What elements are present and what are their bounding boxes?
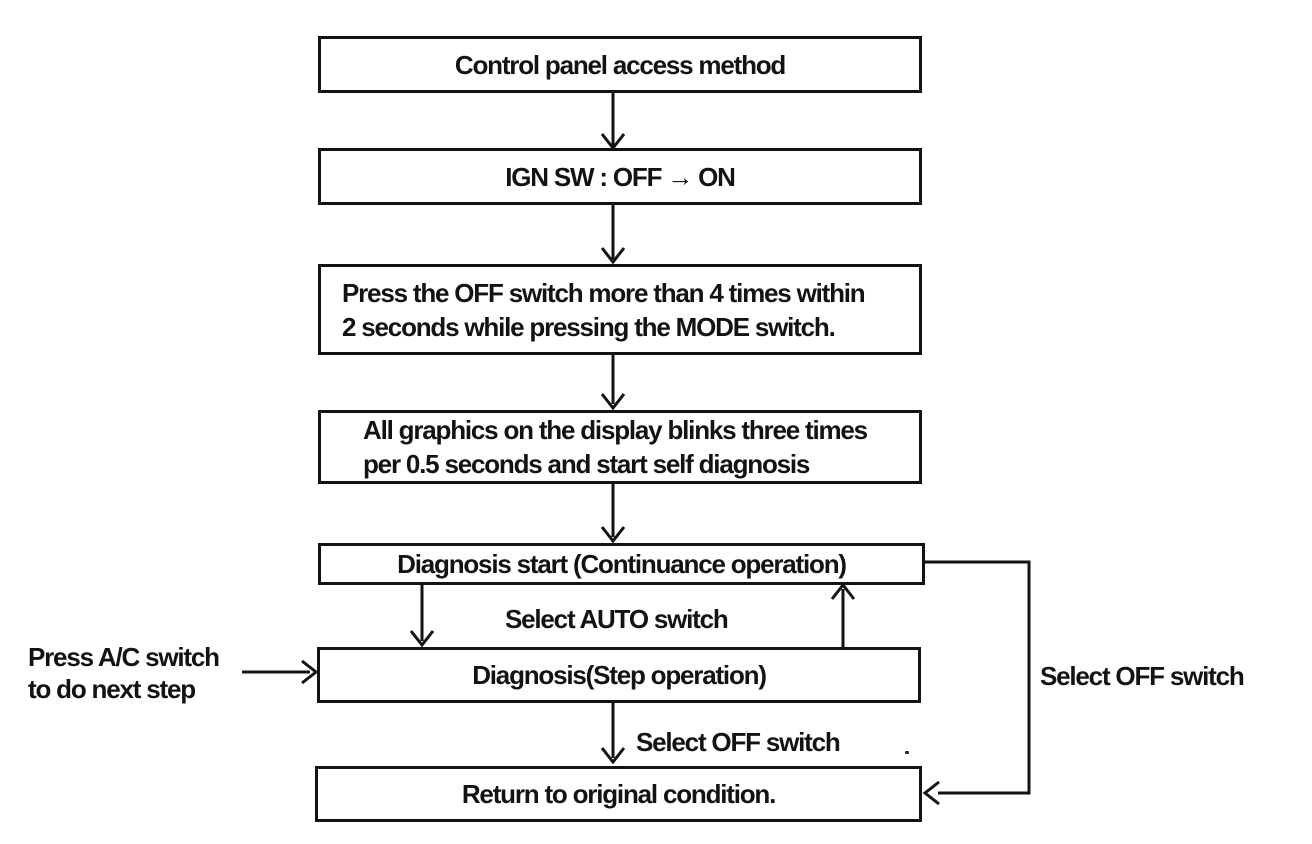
flow-box-control-panel-access: Control panel access method	[318, 36, 922, 93]
arrow-press-ac-to-step	[242, 659, 319, 685]
arrow-access-to-ign	[600, 93, 626, 151]
arrow-start-to-return-bypass	[922, 560, 1031, 806]
flow-box-ign-switch: IGN SW : OFF → ON	[318, 148, 922, 205]
flow-box-display-blinks: All graphics on the display blinks three…	[318, 410, 922, 484]
label-select-off-switch-step: Select OFF switch	[636, 727, 841, 757]
arrow-step-to-start	[830, 582, 856, 647]
flow-box-label: Control panel access method	[454, 49, 786, 80]
flow-box-return-original: Return to original condition.	[315, 766, 922, 822]
arrow-ign-to-press-off	[600, 205, 626, 265]
flow-box-diagnosis-start: Diagnosis start (Continuance operation)	[318, 543, 925, 585]
label-press-ac-line1: Press A/C switch	[28, 642, 220, 672]
label-press-ac-line2: to do next step	[28, 674, 196, 704]
arrow-step-to-return	[600, 703, 626, 765]
arrow-blinks-to-diagnosis-start	[600, 484, 626, 544]
flow-box-label-line2: 2 seconds while pressing the MODE switch…	[342, 311, 836, 342]
flow-box-press-off-switch: Press the OFF switch more than 4 times w…	[318, 264, 922, 355]
label-press-ac-switch: Press A/C switch to do next step	[28, 641, 220, 705]
label-select-off-switch-continuance: Select OFF switch	[1040, 661, 1245, 691]
flow-box-label: Diagnosis start (Continuance operation)	[397, 549, 847, 579]
flow-box-diagnosis-step: Diagnosis(Step operation)	[317, 647, 921, 703]
flow-box-label-line2: per 0.5 seconds and start self diagnosis	[363, 449, 810, 479]
flow-box-label: Return to original condition.	[461, 779, 776, 809]
label-select-auto-switch: Select AUTO switch	[505, 604, 729, 634]
flow-box-label: Diagnosis(Step operation)	[472, 660, 767, 690]
flow-box-label: IGN SW : OFF → ON	[505, 161, 736, 192]
arrow-press-off-to-blinks	[600, 355, 626, 411]
flow-box-label-line1: Press the OFF switch more than 4 times w…	[342, 277, 866, 308]
arrow-start-to-step	[409, 585, 435, 648]
scan-speck	[905, 751, 909, 754]
flow-box-label-line1: All graphics on the display blinks three…	[363, 415, 868, 445]
